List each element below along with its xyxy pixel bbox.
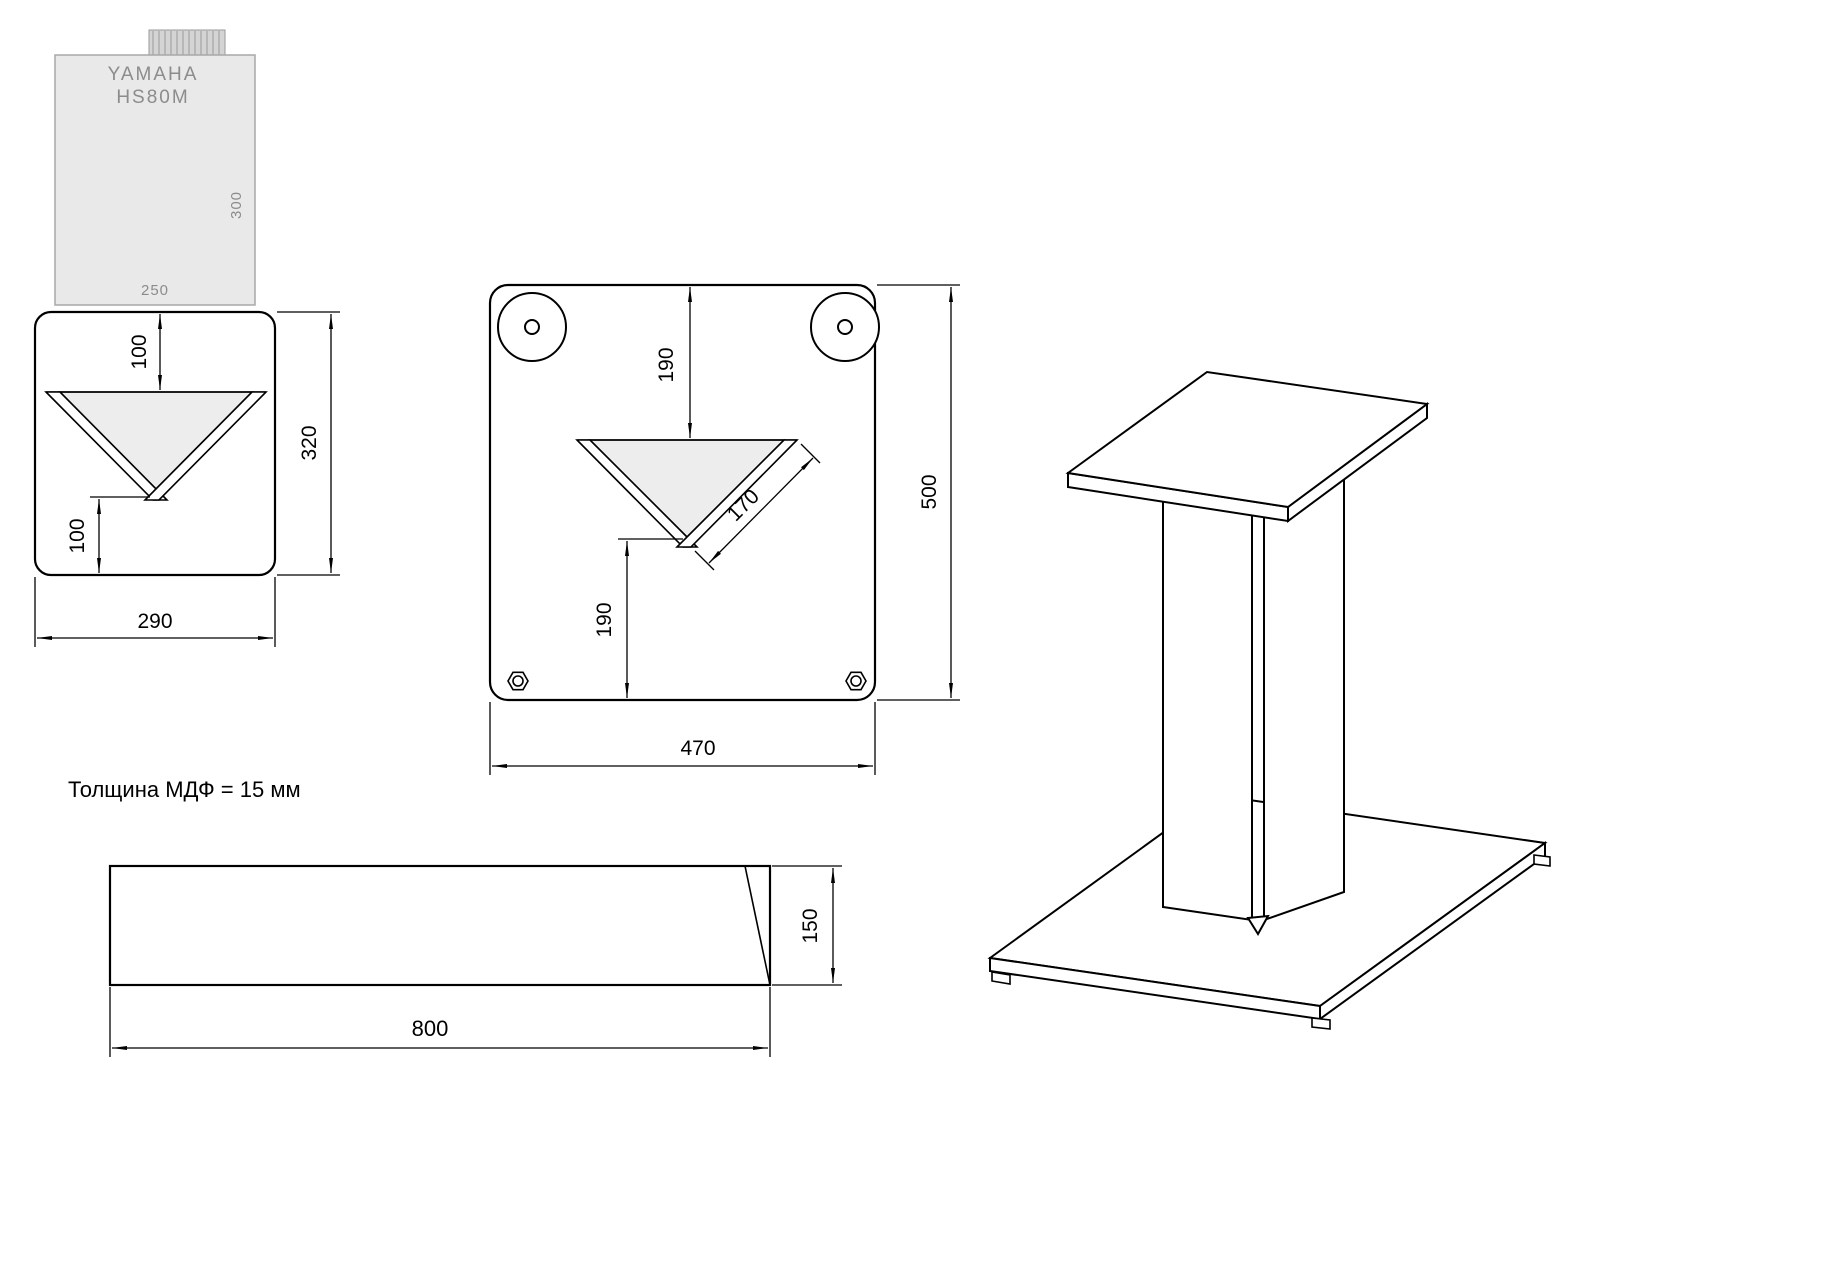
top-plate-top-face [1065, 370, 1430, 509]
plate-large-v-board-left [575, 439, 699, 548]
dim-plate-small-offset-top: 100 [128, 314, 162, 390]
base-foot-left [991, 971, 1011, 985]
stand-top-plate [1065, 370, 1430, 523]
dim-plate-large-offset-bottom: 190 [593, 538, 683, 698]
panel-edge-line [744, 865, 771, 986]
dim-label-plate-small-height: 320 [298, 425, 321, 460]
speaker-width-label: 250 [141, 282, 169, 299]
stand-column [1162, 477, 1345, 936]
panel-view: 150 800 [108, 864, 842, 1057]
dim-label-plate-small-width: 290 [137, 610, 172, 633]
dim-panel-height: 150 [772, 865, 842, 986]
plate-large-view: 190 500 170 190 470 [488, 283, 960, 775]
dim-label-plate-small-offset-bottom: 100 [66, 518, 89, 553]
speaker-model-label: HS80M [116, 87, 189, 108]
hex-bolt-left [507, 671, 529, 691]
dim-plate-large-width: 470 [489, 702, 876, 775]
base-foot-right [1533, 854, 1551, 867]
dim-plate-small-width: 290 [34, 577, 276, 647]
dim-label-plate-large-height: 500 [918, 474, 941, 509]
speaker-connector [148, 29, 226, 57]
column-left-face [1162, 497, 1253, 922]
dim-label-plate-large-offset-top: 190 [655, 347, 678, 382]
mount-hole-right [837, 319, 853, 335]
stand-3d-view [987, 370, 1551, 1030]
dim-plate-large-offset-top: 190 [655, 287, 692, 438]
dim-label-plate-large-width: 470 [680, 737, 715, 760]
mdf-thickness-note: Толщина МДФ = 15 мм [68, 777, 301, 802]
dim-plate-small-offset-bottom: 100 [66, 496, 150, 573]
dim-label-panel-width: 800 [412, 1016, 449, 1041]
mount-hole-left [524, 319, 540, 335]
panel-outline [108, 864, 772, 987]
plate-small-view: 100 320 100 290 [33, 310, 340, 647]
speaker-top-view: YAMAHA HS80M 300 250 [54, 29, 256, 306]
dim-label-panel-height: 150 [799, 908, 822, 943]
speaker-body-outline [54, 54, 256, 306]
speaker-connector-hatch [152, 31, 220, 55]
plate-small-v-board-right [143, 391, 268, 501]
speaker-depth-label: 300 [228, 191, 245, 219]
base-foot-front [1311, 1017, 1331, 1030]
dim-label-plate-large-offset-bottom: 190 [593, 602, 616, 637]
column-right-face [1263, 477, 1345, 922]
speaker-brand-label: YAMAHA [108, 64, 199, 85]
hex-bolt-right [845, 671, 867, 691]
plate-small-v-board-left [44, 391, 169, 501]
dim-plate-large-height: 500 [877, 284, 960, 701]
dim-panel-width: 800 [109, 987, 771, 1057]
dim-plate-small-height: 320 [277, 311, 340, 576]
column-apex-notch [1246, 914, 1270, 936]
dim-label-plate-small-offset-top: 100 [128, 334, 151, 369]
